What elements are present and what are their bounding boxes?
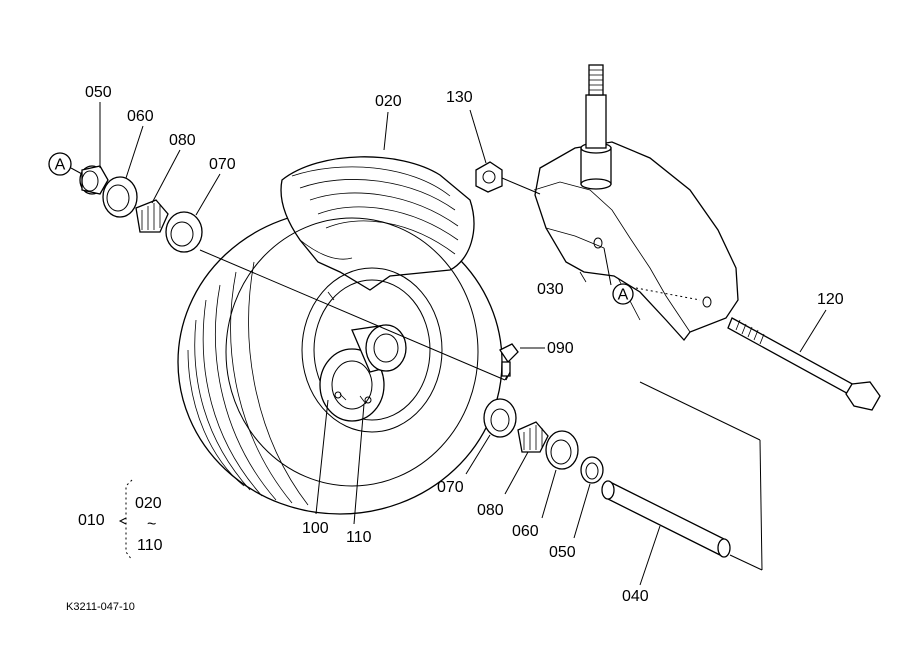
assembly-range-010: 010 020 ~ 110 (78, 479, 163, 561)
callout-010: 010 (78, 512, 105, 529)
callout-080-bot: 080 (477, 502, 504, 519)
callout-020: 020 (375, 93, 402, 110)
leader-lines (99, 102, 827, 586)
right-bearing-stack (483, 398, 604, 484)
callout-090: 090 (547, 340, 574, 357)
range-separator: ~ (147, 516, 156, 533)
ref-a-left-label: A (55, 157, 66, 174)
king-pin-stud (580, 64, 612, 190)
figure-code: K3211-047-10 (66, 601, 135, 613)
yoke-bracket-030 (533, 141, 739, 342)
callout-060-top: 060 (127, 108, 154, 125)
bolt-120 (727, 317, 881, 411)
callout-070-top: 070 (209, 156, 236, 173)
ref-a-right: A (612, 283, 634, 305)
callout-080-top: 080 (169, 132, 196, 149)
ref-a-left: A (48, 152, 83, 176)
callout-040: 040 (622, 588, 649, 605)
axle-tube-040 (601, 480, 731, 558)
callout-050-top: 050 (85, 84, 112, 101)
callout-100: 100 (302, 520, 329, 537)
axle-center-line (199, 249, 506, 381)
grease-fitting-090 (499, 343, 519, 381)
callout-120: 120 (817, 291, 844, 308)
callout-130: 130 (446, 89, 473, 106)
range-end: 110 (137, 537, 163, 554)
callout-070-bot: 070 (437, 479, 464, 496)
nut-130 (475, 161, 541, 195)
callout-030: 030 (537, 281, 564, 298)
callout-050-bot: 050 (549, 544, 576, 561)
left-bearing-stack (79, 165, 203, 253)
tire-020 (177, 156, 503, 515)
callout-060-bot: 060 (512, 523, 539, 540)
range-start: 020 (135, 495, 162, 512)
callout-labels: 050 060 080 070 020 130 030 120 090 070 … (85, 84, 844, 605)
ref-a-right-label: A (618, 287, 629, 304)
callout-110: 110 (346, 529, 372, 546)
